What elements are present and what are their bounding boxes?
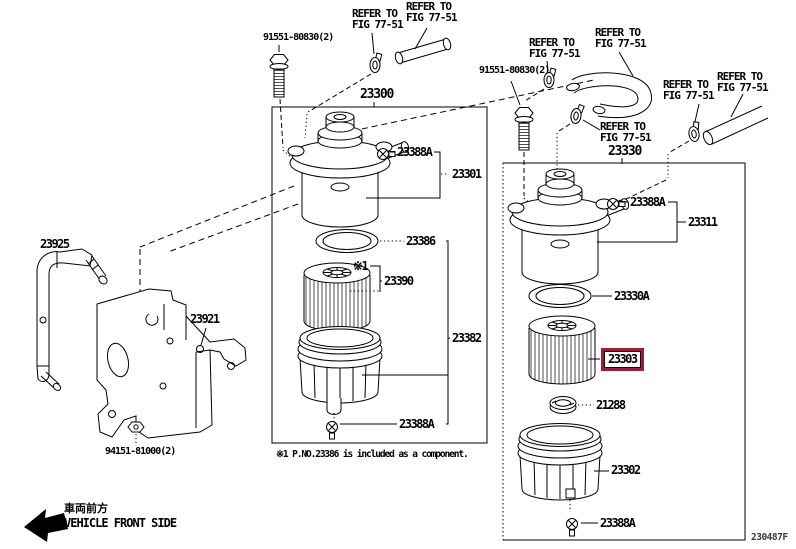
part-label-23921[interactable]: 23921 (190, 312, 220, 326)
part-label-23300[interactable]: 23300 (360, 87, 394, 102)
vehicle-front-label-en: VEHICLE FRONT SIDE (64, 516, 177, 530)
part-label-23330[interactable]: 23330 (608, 144, 642, 159)
part-label-21288[interactable]: 21288 (596, 398, 626, 412)
part-label-94151[interactable]: 94151-81000(2) (105, 446, 176, 457)
part-label-23311[interactable]: 23311 (688, 215, 718, 229)
part-label-23382[interactable]: 23382 (452, 331, 482, 345)
part-label-23390[interactable]: 23390 (384, 274, 414, 288)
bracket-art (36, 248, 247, 446)
part-label-23388a-4[interactable]: 23388A (600, 516, 636, 530)
part-label-91551-a[interactable]: 91551-80830(2) (263, 32, 334, 43)
part-label-23330a[interactable]: 23330A (614, 289, 650, 303)
part-label-91551-b[interactable]: 91551-80830(2) (479, 65, 550, 76)
sub-assembly-art (507, 168, 631, 537)
part-label-23301[interactable]: 23301 (452, 167, 482, 181)
part-label-23388a-3[interactable]: 23388A (630, 195, 666, 209)
component-note: ※1 P.NO.23386 is included as a component… (276, 449, 469, 460)
vehicle-front-arrow (24, 509, 68, 542)
construction-lines (139, 27, 769, 300)
part-label-23388a-1[interactable]: 23388A (397, 145, 433, 159)
figure-id: 230487F (751, 532, 788, 543)
part-label-23386[interactable]: 23386 (406, 234, 436, 248)
part-label-23925[interactable]: 23925 (40, 237, 70, 251)
part-label-23302[interactable]: 23302 (611, 463, 641, 477)
assembly-boxes (271, 106, 746, 541)
main-assembly-art (287, 111, 411, 440)
part-label-23303[interactable]: 23303 (604, 351, 641, 368)
part-label-23388a-2[interactable]: 23388A (399, 417, 435, 431)
note-marker: ※1 (353, 259, 369, 273)
vehicle-front-label-jp: 車両前方 (64, 502, 108, 515)
highlighted-part-box[interactable]: 23303 (601, 348, 644, 371)
leader-lines (56, 102, 686, 524)
